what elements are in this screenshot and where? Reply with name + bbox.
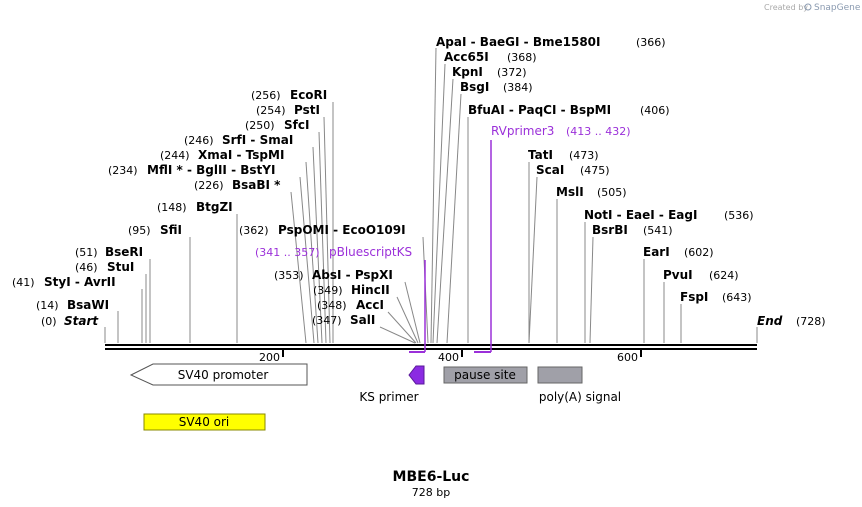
site-label[interactable]: BsgI(384) <box>460 80 533 94</box>
site-label[interactable]: (41)StyI - AvrII <box>12 275 116 289</box>
site-label[interactable]: BfuAI - PaqCI - BspMI(406) <box>468 103 670 117</box>
site-label[interactable]: (246)SrfI - SmaI <box>184 133 293 147</box>
site-label[interactable]: FspI(643) <box>680 290 752 304</box>
feature-label: SV40 promoter <box>178 368 269 382</box>
site-label[interactable]: EarI(602) <box>643 245 714 259</box>
end-label: End <box>757 314 783 328</box>
site-label[interactable]: (148)BtgZI <box>157 200 233 214</box>
site-label[interactable]: ScaI(475) <box>536 163 610 177</box>
site-label[interactable]: (347)SalI <box>312 313 375 327</box>
snapgene-logo-icon <box>804 3 812 11</box>
site-label[interactable]: ApaI - BaeGI - Bme1580I(366) <box>436 35 666 49</box>
site-label[interactable]: (51)BseRI <box>75 245 143 259</box>
snapgene-brand: SnapGene <box>814 3 861 13</box>
site-label[interactable]: (256)EcoRI <box>251 88 327 102</box>
svg-text:(341 .. 357)pBluescriptKS: (341 .. 357) pBluescriptKS <box>255 245 412 259</box>
site-label[interactable]: (362)PspOMI - EcoO109I <box>239 223 406 237</box>
svg-text:RVprimer3(413 .. 432): RVprimer3 (413 .. 432) <box>491 124 631 138</box>
site-label[interactable]: (244)XmaI - TspMI <box>160 148 284 162</box>
site-label[interactable]: PvuI(624) <box>663 268 739 282</box>
site-label[interactable]: BsrBI(541) <box>592 223 673 237</box>
site-label[interactable]: (353)AbsI - PspXI <box>274 268 393 282</box>
feature-polya-signal[interactable]: poly(A) signal <box>537 366 621 404</box>
start-position: (0) <box>41 315 57 328</box>
site-label[interactable]: MslI(505) <box>556 185 627 199</box>
site-label[interactable]: (349)HincII <box>313 283 390 297</box>
end-position: (728) <box>796 315 826 328</box>
primer-rvprimer3[interactable]: RVprimer3 (413 .. 432) <box>474 124 631 353</box>
ruler-label-600: 600 <box>617 351 638 364</box>
feature-sv40-promoter[interactable]: SV40 promoter <box>129 363 308 386</box>
plasmid-length: 728 bp <box>412 486 450 499</box>
site-label[interactable]: (226)BsaBI * <box>194 178 281 192</box>
site-label[interactable]: Acc65I(368) <box>444 50 537 64</box>
feature-sv40-ori[interactable]: SV40 ori <box>143 413 266 431</box>
primer-label: RVprimer3 <box>491 124 554 138</box>
site-label[interactable]: (234)MflI * - BglII - BstYI <box>108 163 275 177</box>
site-label[interactable]: (14)BsaWI <box>36 298 109 312</box>
primer-pbluescriptks[interactable]: (341 .. 357) pBluescriptKS <box>255 245 426 353</box>
primer-label: pBluescriptKS <box>329 245 412 259</box>
feature-label: KS primer <box>359 390 418 404</box>
primer-range: (341 .. 357) <box>255 246 320 259</box>
plasmid-title: MBE6-Luc <box>393 469 470 485</box>
site-label[interactable]: TatI(473) <box>528 148 599 162</box>
site-label[interactable]: (95)SfiI <box>128 223 182 237</box>
site-lines <box>117 47 682 344</box>
feature-ks-primer[interactable]: KS primer <box>359 365 425 404</box>
feature-label: poly(A) signal <box>539 390 621 404</box>
created-by-text: Created by <box>764 3 808 12</box>
restriction-sites: (14)BsaWI (41)StyI - AvrII (46)StuI (51)… <box>12 35 754 327</box>
feature-label: SV40 ori <box>179 415 230 429</box>
feature-pause-site[interactable]: pause site <box>443 366 528 384</box>
site-label[interactable]: KpnI(372) <box>452 65 527 79</box>
site-label[interactable]: (46)StuI <box>75 260 134 274</box>
site-label[interactable]: (254)PstI <box>256 103 320 117</box>
primer-range: (413 .. 432) <box>566 125 631 138</box>
ruler-label-400: 400 <box>438 351 459 364</box>
feature-label: pause site <box>454 368 516 382</box>
start-label: Start <box>64 314 99 328</box>
ruler-label-200: 200 <box>259 351 280 364</box>
site-label[interactable]: (348)AccI <box>317 298 384 312</box>
site-label[interactable]: NotI - EaeI - EagI(536) <box>584 208 754 222</box>
site-label[interactable]: (250)SfcI <box>245 118 309 132</box>
